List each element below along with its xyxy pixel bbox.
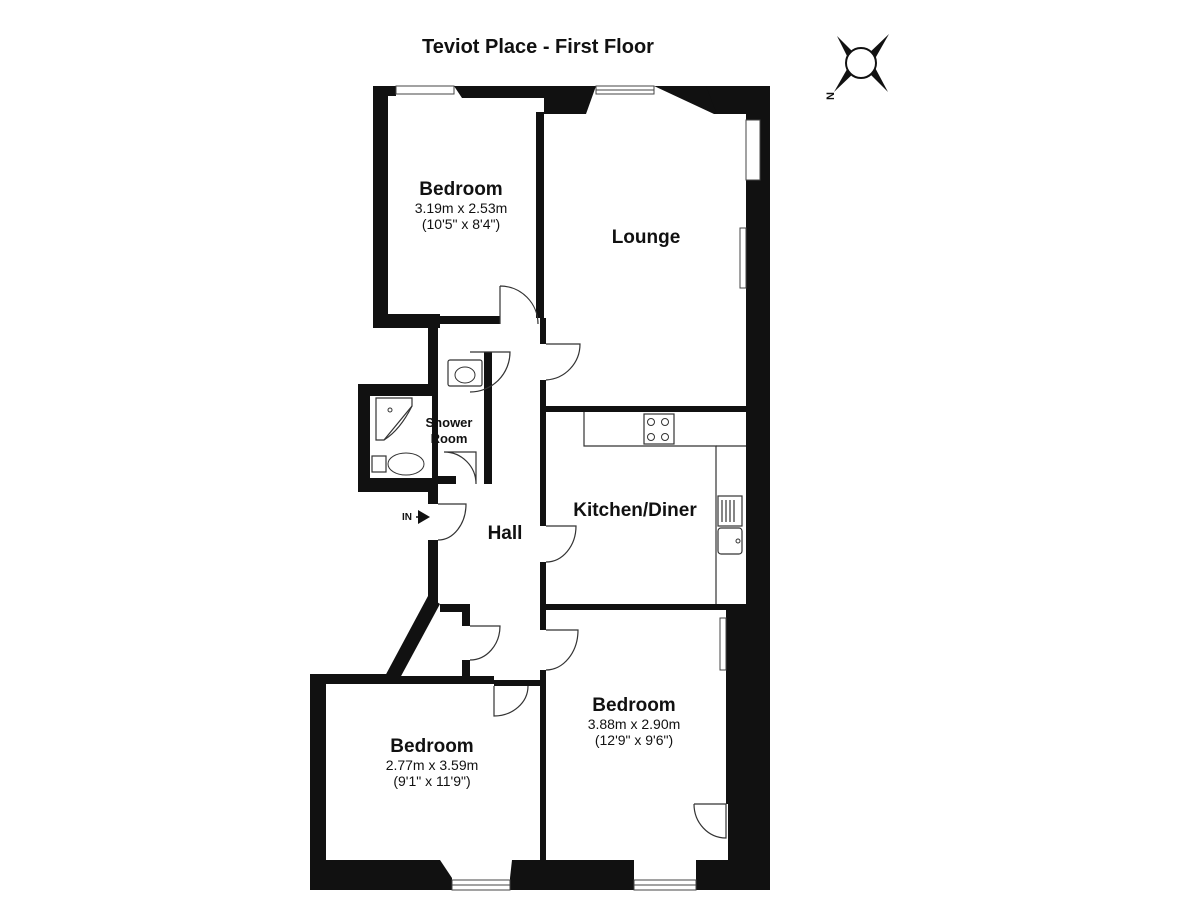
room-kitchen: Kitchen/Diner bbox=[573, 500, 697, 521]
room-lounge: Lounge bbox=[612, 227, 681, 248]
room-dimensions-metric: 2.77m x 3.59m bbox=[386, 757, 479, 773]
doors bbox=[437, 285, 727, 839]
room-name-line1: Shower bbox=[426, 415, 473, 430]
room-dimensions-imperial: (10'5" x 8'4") bbox=[422, 216, 500, 232]
room-dimensions-imperial: (9'1" x 11'9") bbox=[393, 773, 470, 789]
room-name: Bedroom bbox=[419, 179, 502, 200]
room-name: Hall bbox=[488, 523, 523, 544]
walls bbox=[310, 86, 770, 890]
windows bbox=[395, 85, 727, 891]
room-bedroom-right: Bedroom 3.88m x 2.90m (12'9" x 9'6") bbox=[588, 695, 681, 748]
entrance-label: IN bbox=[402, 512, 412, 523]
room-shower: Shower Room bbox=[426, 415, 473, 446]
room-dimensions-metric: 3.19m x 2.53m bbox=[415, 200, 508, 216]
shower-fixtures bbox=[371, 359, 483, 476]
room-dimensions-metric: 3.88m x 2.90m bbox=[588, 716, 681, 732]
entrance-arrow-icon: IN bbox=[402, 510, 430, 524]
room-name: Bedroom bbox=[390, 736, 473, 757]
room-name-line2: Room bbox=[431, 431, 468, 446]
room-bedroom-left: Bedroom 2.77m x 3.59m (9'1" x 11'9") bbox=[386, 736, 479, 789]
north-label: N bbox=[825, 92, 837, 100]
room-name: Bedroom bbox=[592, 695, 675, 716]
room-name: Kitchen/Diner bbox=[573, 500, 697, 521]
kitchen-worktop bbox=[583, 412, 746, 604]
room-dimensions-imperial: (12'9" x 9'6") bbox=[595, 732, 673, 748]
room-name: Lounge bbox=[612, 227, 681, 248]
north-compass-icon: N bbox=[825, 34, 889, 100]
plan-title: Teviot Place - First Floor bbox=[422, 36, 654, 58]
room-bedroom-top: Bedroom 3.19m x 2.53m (10'5" x 8'4") bbox=[415, 179, 508, 232]
room-hall: Hall bbox=[488, 523, 523, 544]
